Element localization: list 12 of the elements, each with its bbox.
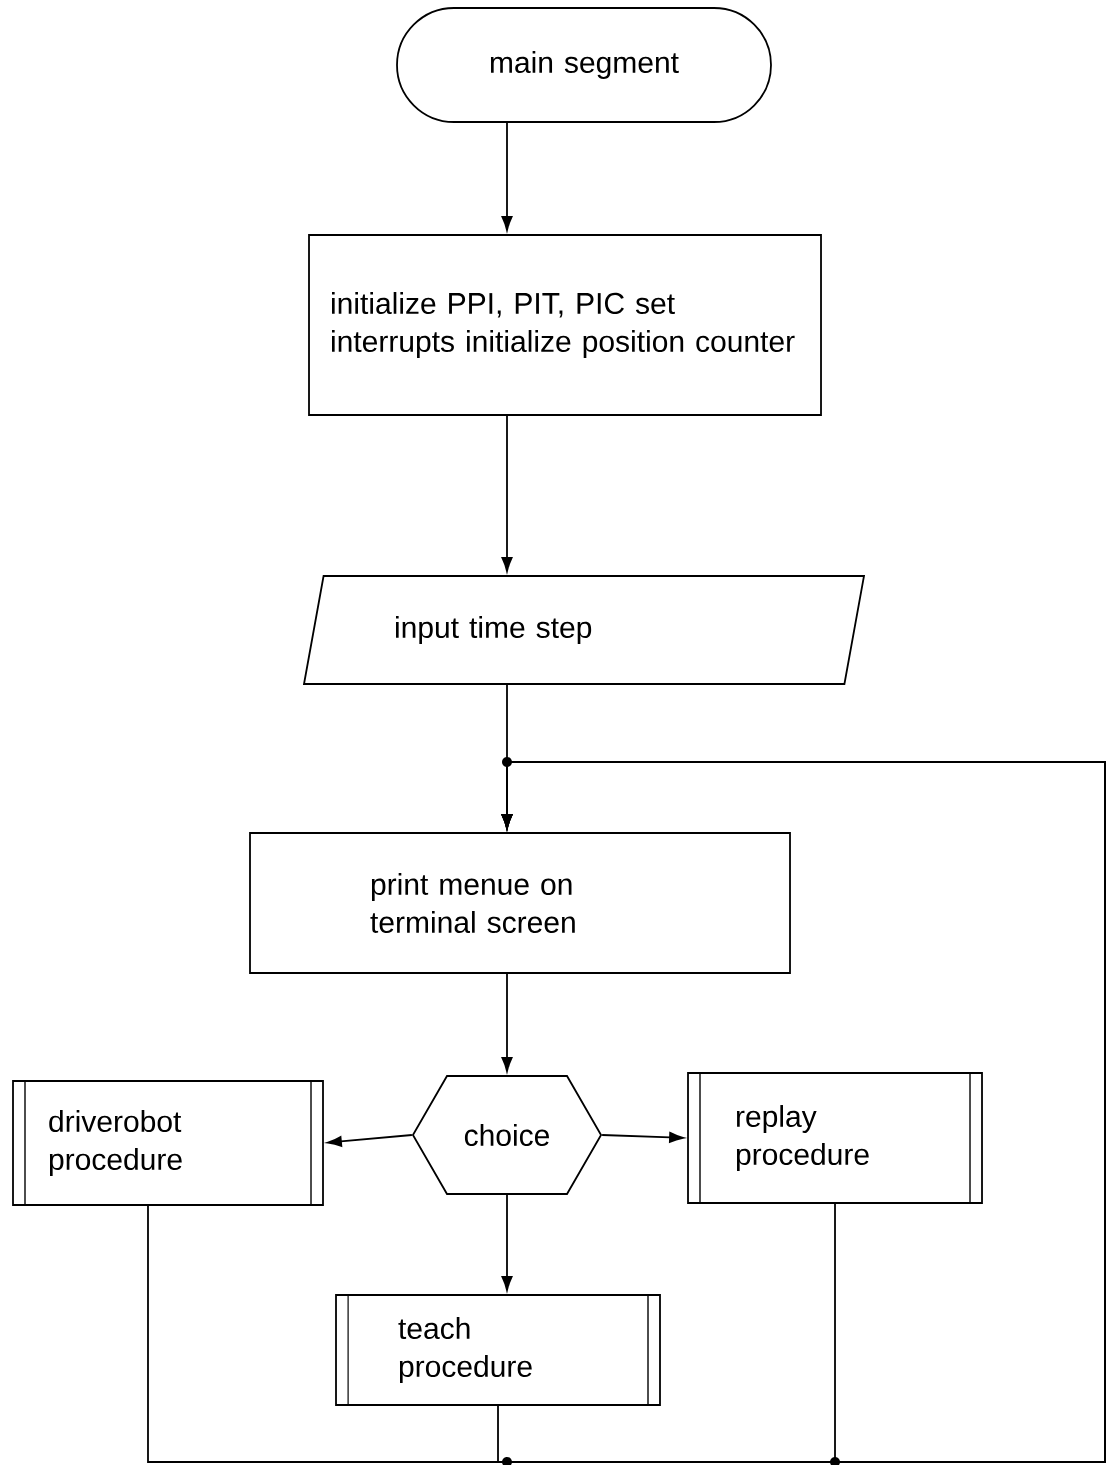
- process-box: print menue on terminal screen: [249, 832, 791, 974]
- arrow: [501, 1194, 513, 1291]
- procedure-box: replay procedure: [687, 1072, 983, 1204]
- arrow: [501, 415, 513, 572]
- arrow: [327, 1134, 413, 1147]
- process-box: initialize PPI, PIT, PIC set interrupts initialize position counter: [308, 234, 822, 416]
- procedure-box: driverobot procedure: [12, 1080, 324, 1206]
- procedure-box: teach procedure: [335, 1294, 661, 1406]
- arrow: [501, 973, 513, 1072]
- decision-hexagon: choice: [411, 1075, 603, 1195]
- arrow: [601, 1132, 684, 1143]
- arrow: [501, 122, 513, 231]
